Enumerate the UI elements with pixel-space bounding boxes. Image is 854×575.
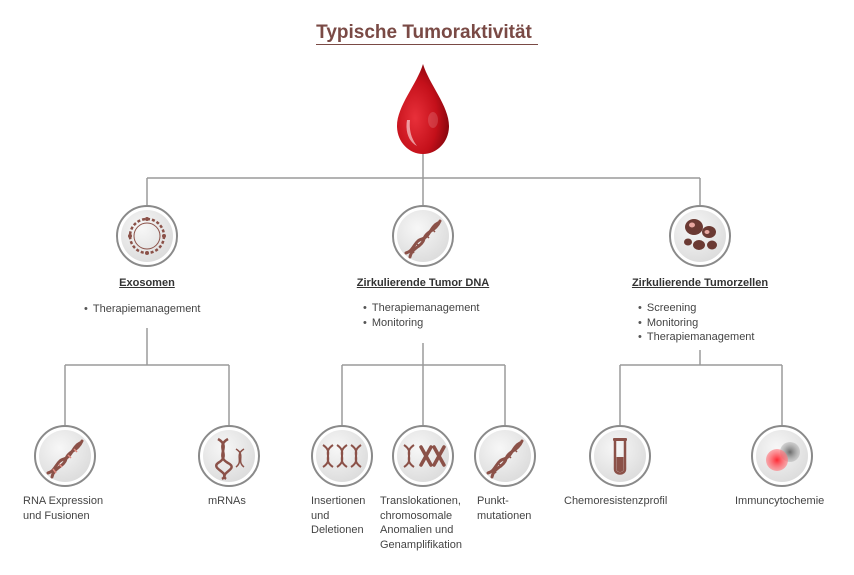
leaf-chemoresistenz-label: Chemoresistenzprofil	[564, 495, 668, 507]
category-ctdna-label: Zirkulierende Tumor DNA	[356, 277, 490, 289]
list-item: Screening	[638, 301, 754, 316]
chromosome-icon	[392, 425, 454, 487]
list-item: Monitoring	[638, 316, 754, 331]
exosomen-bullet-list: Therapiemanagement	[84, 302, 201, 317]
category-ctc-label: Zirkulierende Tumorzellen	[631, 277, 769, 289]
stained-cells-icon	[751, 425, 813, 487]
dna-strands-icon	[198, 425, 260, 487]
leaf-punktmutationen-label: Punkt- mutationen	[477, 495, 532, 522]
category-exosomen-label: Exosomen	[119, 277, 175, 289]
leaf-mrnas-label: mRNAs	[208, 495, 246, 507]
leaf-immuncytochemie-label: Immuncytochemie	[735, 495, 825, 507]
dna-helix-icon	[392, 205, 454, 267]
list-item: Therapiemanagement	[638, 330, 755, 345]
list-item: Therapiemanagement	[84, 302, 201, 317]
dna-helix-icon	[34, 425, 96, 487]
leaf-rna-label: RNA Expression und Fusionen	[23, 495, 104, 522]
ctc-bullet-list: Screening Monitoring Therapiemanagement	[638, 301, 755, 345]
dna-helix-icon	[474, 425, 536, 487]
list-item: Therapiemanagement	[363, 301, 480, 316]
page-title-text: Typische Tumoraktivität	[316, 22, 538, 45]
list-item: Monitoring	[363, 316, 479, 331]
tumor-cells-icon	[669, 205, 731, 267]
blood-drop-icon	[393, 62, 453, 157]
leaf-insertionen-label: Insertionen und Deletionen	[311, 495, 366, 536]
leaf-translokationen-label: Translokationen, chromosomale Anomalien …	[380, 495, 462, 551]
exosome-icon	[116, 205, 178, 267]
test-tube-icon	[589, 425, 651, 487]
dna-strands-icon	[311, 425, 373, 487]
page-title: Typische Tumoraktivität	[0, 22, 854, 45]
ctdna-bullet-list: Therapiemanagement Monitoring	[363, 301, 480, 331]
